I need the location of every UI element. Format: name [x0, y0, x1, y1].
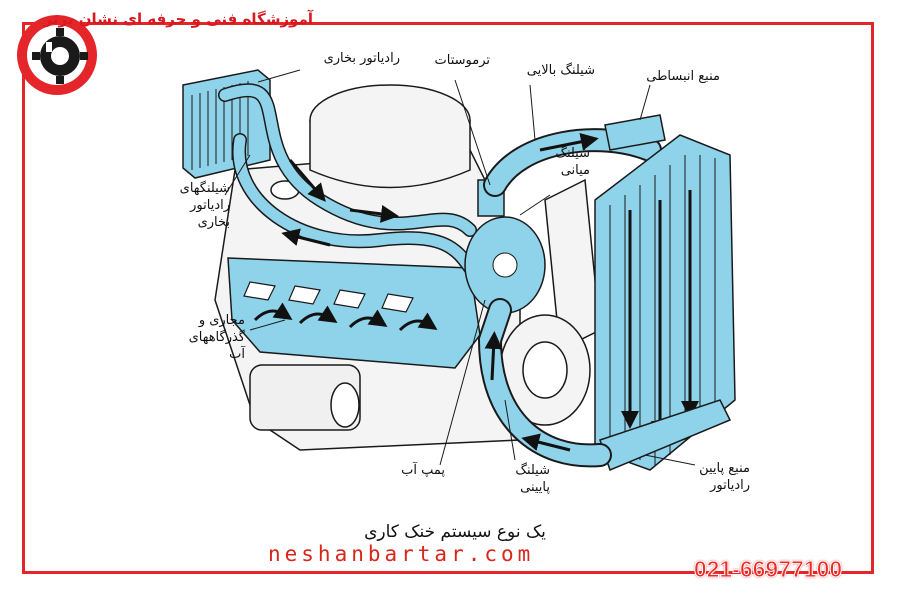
heater-hoses — [218, 83, 487, 287]
label-water-jackets: مجاری و گذرگاههای آب — [188, 313, 245, 362]
label-lower-hose: شیلنگ پایینی — [515, 463, 550, 495]
label-expansion-tank: منبع انبساطی — [646, 69, 720, 84]
label-thermostat: ترموستات — [434, 53, 491, 68]
fan-pulley — [499, 178, 601, 426]
label-heater-radiator: رادیاتور بخاری — [323, 51, 400, 66]
lower-hose — [477, 298, 612, 468]
radiator — [594, 114, 736, 472]
label-heater-hoses: شیلنگهای رادیاتور بخاری — [179, 181, 230, 230]
label-water-pump: پمپ آب — [401, 463, 445, 478]
diagram-caption: یک نوع سیستم خنک کاری — [364, 522, 546, 542]
phone-number[interactable]: 021-66977100 — [693, 556, 843, 583]
page-border — [22, 22, 874, 574]
website-link[interactable]: neshanbartar.com — [268, 542, 535, 566]
leader-lines — [224, 69, 696, 466]
label-bypass-hose: شیلنگ میانی — [555, 146, 590, 178]
gear-logo-icon — [17, 15, 97, 95]
label-upper-hose: شیلنگ بالایی — [526, 63, 595, 78]
school-name: آموزشگاه فنی و حرفه ای نشان برتر — [43, 10, 313, 28]
label-radiator-lower-tank: منبع پایین رادیاتور — [699, 461, 750, 493]
water-jackets — [227, 257, 481, 369]
